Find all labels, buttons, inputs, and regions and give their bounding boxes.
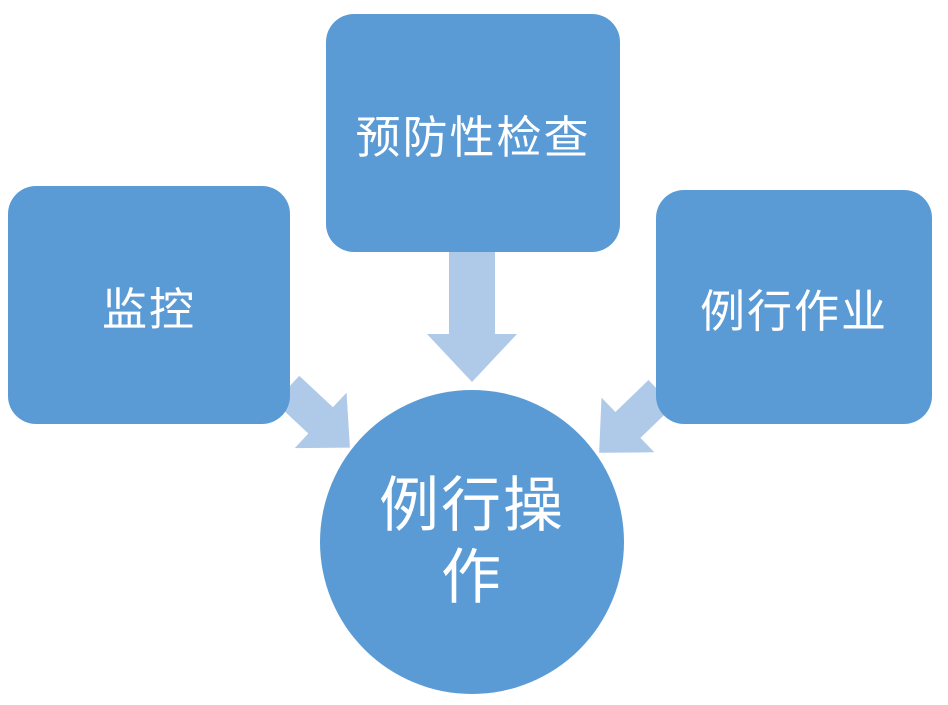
box-routine-work: 例行作业 bbox=[656, 190, 932, 424]
center-circle-label: 例行操作 bbox=[379, 473, 565, 611]
box-preventive-inspection: 预防性检查 bbox=[326, 14, 620, 252]
arrow-right-to-center bbox=[599, 380, 674, 453]
box-routine-work-label: 例行作业 bbox=[699, 286, 888, 337]
box-preventive-inspection-label: 预防性检查 bbox=[355, 112, 591, 163]
box-monitoring-label: 监控 bbox=[101, 284, 196, 335]
arrow-top-to-center bbox=[427, 252, 517, 382]
arrow-left-to-center bbox=[274, 375, 350, 449]
center-circle-routine-operation: 例行操作 bbox=[320, 390, 624, 694]
box-monitoring: 监控 bbox=[8, 186, 290, 424]
